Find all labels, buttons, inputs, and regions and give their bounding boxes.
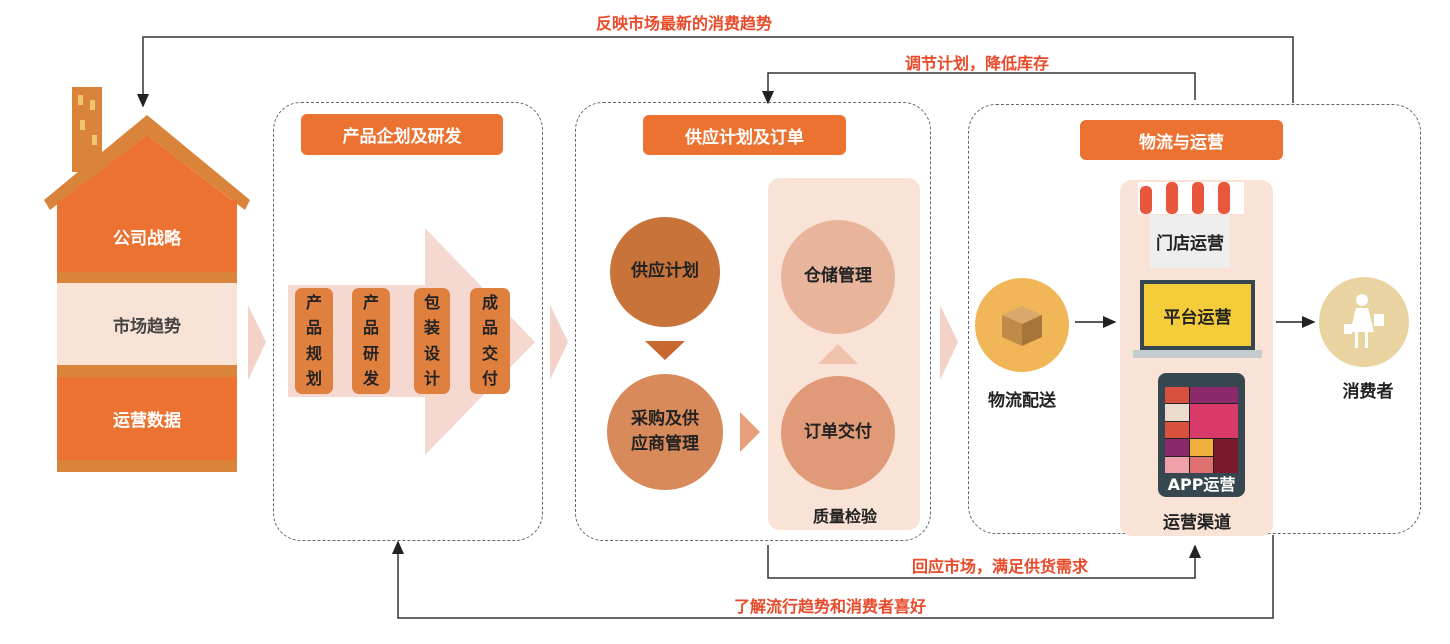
feedback-line-bottom-outer: [392, 535, 1274, 619]
right-triangle: [740, 412, 760, 452]
step-char: 付: [481, 369, 498, 389]
up-triangle: [818, 344, 858, 364]
step-char: 设: [423, 343, 440, 363]
warehouse-circle: 仓储管理: [781, 220, 895, 334]
chevron-1: [248, 305, 266, 380]
chevron-3: [940, 305, 958, 380]
stage-ops-title: 物流与运营: [1080, 120, 1283, 160]
step-char: 装: [423, 318, 440, 338]
step-char: 品: [305, 318, 322, 338]
feedback-line-top-outer: [137, 36, 1294, 108]
step-packaging-design: 包装设计: [414, 288, 450, 394]
app-ops-tablet: APP运营: [1158, 373, 1245, 497]
app-tiles: [1165, 387, 1238, 473]
order-circle: 订单交付: [781, 376, 895, 490]
step-char: 研: [362, 343, 379, 363]
house-trend: 市场趋势: [57, 283, 237, 365]
logistics-label: 物流配送: [988, 391, 1056, 411]
chevron-2: [550, 305, 568, 380]
step-char: 品: [481, 318, 498, 338]
flow-label-bottom-outer: 了解流行趋势和消费者喜好: [733, 597, 927, 616]
step-char: 成: [481, 292, 498, 312]
step-char: 发: [362, 369, 379, 389]
house-divider: [57, 365, 237, 377]
supply-plan-circle: 供应计划: [610, 217, 720, 327]
step-char: 品: [362, 318, 379, 338]
process-arrow: [288, 228, 535, 455]
flow-label-top-outer: 反映市场最新的消费趋势: [595, 14, 773, 33]
step-product-rd: 产品研发: [352, 288, 390, 394]
stage-product-box: [273, 102, 543, 541]
step-char: 划: [305, 369, 322, 389]
house-strategy: 公司战略: [57, 200, 237, 272]
step-char: 计: [423, 369, 440, 389]
app-ops-label: APP运营: [1167, 475, 1236, 494]
step-product-planning: 产品规划: [295, 288, 333, 394]
house-roof: [44, 115, 250, 210]
step-char: 产: [362, 292, 379, 312]
store-ops: 门店运营: [1150, 215, 1230, 268]
stage-product-title: 产品企划及研发: [301, 114, 503, 155]
channels-label: 运营渠道: [1163, 513, 1231, 533]
step-char: 包: [423, 292, 440, 312]
laptop-base: [1133, 350, 1262, 358]
house-divider: [57, 272, 237, 283]
flow-label-top-inner: 调节计划，降低库存: [904, 54, 1050, 73]
step-product-delivery: 成品交付: [470, 288, 510, 394]
platform-ops-laptop: 平台运营: [1140, 280, 1255, 350]
down-triangle: [645, 341, 685, 360]
step-char: 交: [481, 343, 498, 363]
store-awning-icon: [1138, 182, 1244, 214]
shopper-icon: [1319, 277, 1409, 367]
procurement-circle: 采购及供应商管理: [607, 374, 723, 490]
flow-label-bottom-inner: 回应市场，满足供货需求: [911, 557, 1089, 576]
quality-label: 质量检验: [812, 507, 878, 526]
step-char: 规: [305, 343, 322, 363]
house-data: 运营数据: [57, 377, 237, 460]
feedback-line-top-inner: [762, 72, 1196, 105]
house-foundation: [57, 460, 237, 472]
consumer-label: 消费者: [1342, 382, 1394, 402]
stage-supply-box: [575, 102, 931, 541]
box-icon: [975, 278, 1069, 372]
step-char: 产: [305, 292, 322, 312]
feedback-line-bottom-inner: [767, 544, 1201, 579]
stage-supply-title: 供应计划及订单: [643, 115, 846, 155]
